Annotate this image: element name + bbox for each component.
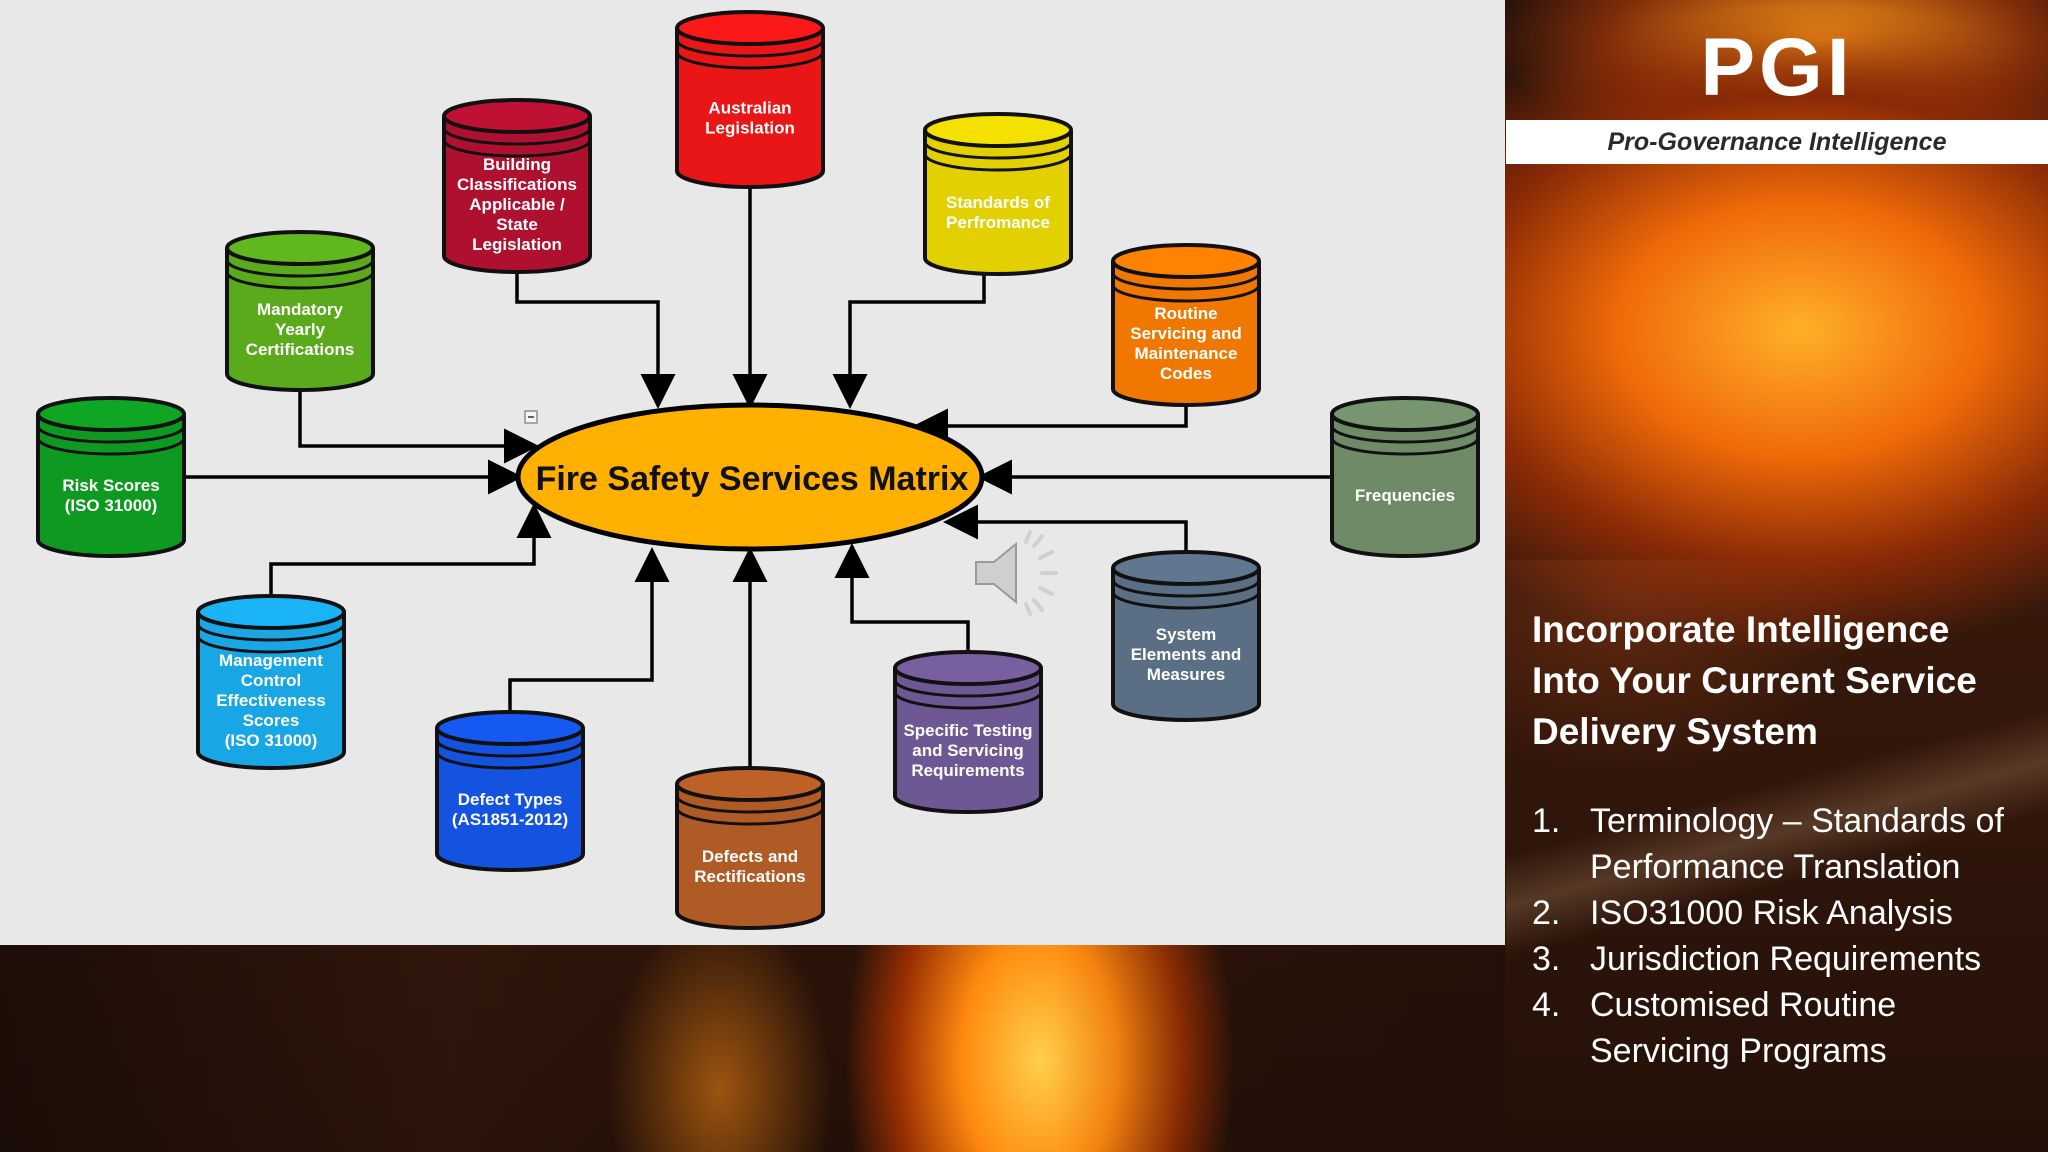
cylinder-label-line: Specific Testing	[903, 721, 1032, 740]
list-number: 3.	[1532, 940, 1561, 978]
connector-arrow	[298, 390, 539, 464]
cylinder-label-line: System	[1156, 625, 1216, 644]
center-ellipse	[515, 402, 985, 552]
cylinder-label-line: and Servicing	[912, 741, 1023, 760]
list-text: Terminology – Standards of Performance T…	[1590, 802, 2004, 886]
cylinder-label-line: (ISO 31000)	[225, 731, 318, 750]
cylinder-label: Risk Scores(ISO 31000)	[62, 476, 159, 515]
sidebar-heading: Incorporate Intelligence Into Your Curre…	[1532, 604, 2032, 757]
list-item: 4. Customised Routine Servicing Programs	[1532, 982, 2042, 1074]
cylinder-label-line: Building	[483, 155, 551, 174]
cylinder-label-line: Management	[219, 651, 323, 670]
list-number: 4.	[1532, 986, 1561, 1024]
cylinder-label-line: Perfromance	[946, 213, 1050, 232]
connectors-layer	[184, 187, 1332, 768]
cylinder-label: Frequencies	[1355, 486, 1455, 505]
tagline-bar	[1506, 120, 2048, 164]
connector-arrow	[508, 547, 670, 712]
cylinder-label-line: Defects and	[702, 847, 798, 866]
cylinder-label-line: (ISO 31000)	[65, 496, 158, 515]
cylinder-label: Defect Types(AS1851-2012)	[452, 790, 568, 829]
list-item: 3. Jurisdiction Requirements	[1532, 936, 2042, 982]
heading-line: Into Your Current Service	[1532, 660, 1977, 701]
cylinder-label-line: Frequencies	[1355, 486, 1455, 505]
center-label: Fire Safety Services Matrix	[536, 460, 969, 498]
feature-list: 1. Terminology – Standards of Performance…	[1532, 798, 2042, 1074]
cylinder-node-risk: Risk Scores(ISO 31000)	[36, 396, 186, 558]
cylinder-label-line: Legislation	[472, 235, 562, 254]
brand-tagline: Pro-Governance Intelligence	[1607, 128, 1947, 156]
cylinder-label-line: (AS1851-2012)	[452, 810, 568, 829]
fire-bottom-band	[0, 945, 1505, 1152]
cylinder-label-line: Control	[241, 671, 301, 690]
list-number: 2.	[1532, 894, 1561, 932]
cylinder-label-line: Elements and	[1131, 645, 1242, 664]
center-node: Fire Safety Services Matrix	[515, 402, 985, 552]
cylinder-label-line: Defect Types	[458, 790, 563, 809]
cylinder-label-line: Measures	[1147, 665, 1225, 684]
list-text: ISO31000 Risk Analysis	[1590, 894, 1953, 932]
heading-line: Delivery System	[1532, 711, 1818, 752]
cylinder-label-line: Requirements	[911, 761, 1024, 780]
connector-arrow	[269, 503, 552, 596]
cylinder-label-line: Mandatory	[257, 300, 344, 319]
cylinder-node-frequencies: Frequencies	[1330, 396, 1480, 558]
cylinder-label-line: Maintenance	[1135, 344, 1238, 363]
fire-glow-overlay	[1506, 560, 2048, 1152]
cylinder-label-line: State	[496, 215, 538, 234]
list-item: 1. Terminology – Standards of Performance…	[1532, 798, 2042, 890]
connector-arrow	[834, 543, 970, 652]
pgi-logo: PGI	[1700, 22, 1854, 113]
list-text: Customised Routine Servicing Programs	[1590, 986, 1897, 1070]
speaker-volume-icon[interactable]	[972, 528, 1072, 618]
cylinder-label-line: Australian	[708, 99, 791, 118]
connector-arrow	[943, 504, 1188, 552]
cylinder-node-defect-types: Defect Types(AS1851-2012)	[435, 710, 585, 872]
cylinder-label-line: Certifications	[246, 340, 355, 359]
list-text: Jurisdiction Requirements	[1590, 940, 1982, 978]
cylinder-label-line: Rectifications	[694, 867, 805, 886]
cylinder-label-line: Routine	[1154, 304, 1217, 323]
cylinder-label-line: Yearly	[275, 320, 326, 339]
cylinder-label-line: Effectiveness	[216, 691, 326, 710]
cylinder-label-line: Risk Scores	[62, 476, 159, 495]
cylinder-label-line: Codes	[1160, 364, 1212, 383]
cylinder-label-line: Servicing and	[1130, 324, 1241, 343]
cylinder-label-line: Legislation	[705, 119, 795, 138]
list-item: 2. ISO31000 Risk Analysis	[1532, 890, 2042, 936]
connector-arrow	[913, 405, 1188, 444]
cylinder-label-line: Applicable /	[469, 195, 565, 214]
connector-arrow	[515, 272, 676, 409]
collapse-minus-icon[interactable]	[524, 410, 538, 424]
heading-line: Incorporate Intelligence	[1532, 609, 1950, 650]
cylinder-label-line: Classifications	[457, 175, 577, 194]
cylinder-label-line: Scores	[243, 711, 300, 730]
list-number: 1.	[1532, 802, 1561, 840]
connector-arrow	[832, 274, 986, 409]
cylinder-label-line: Standards of	[946, 193, 1050, 212]
